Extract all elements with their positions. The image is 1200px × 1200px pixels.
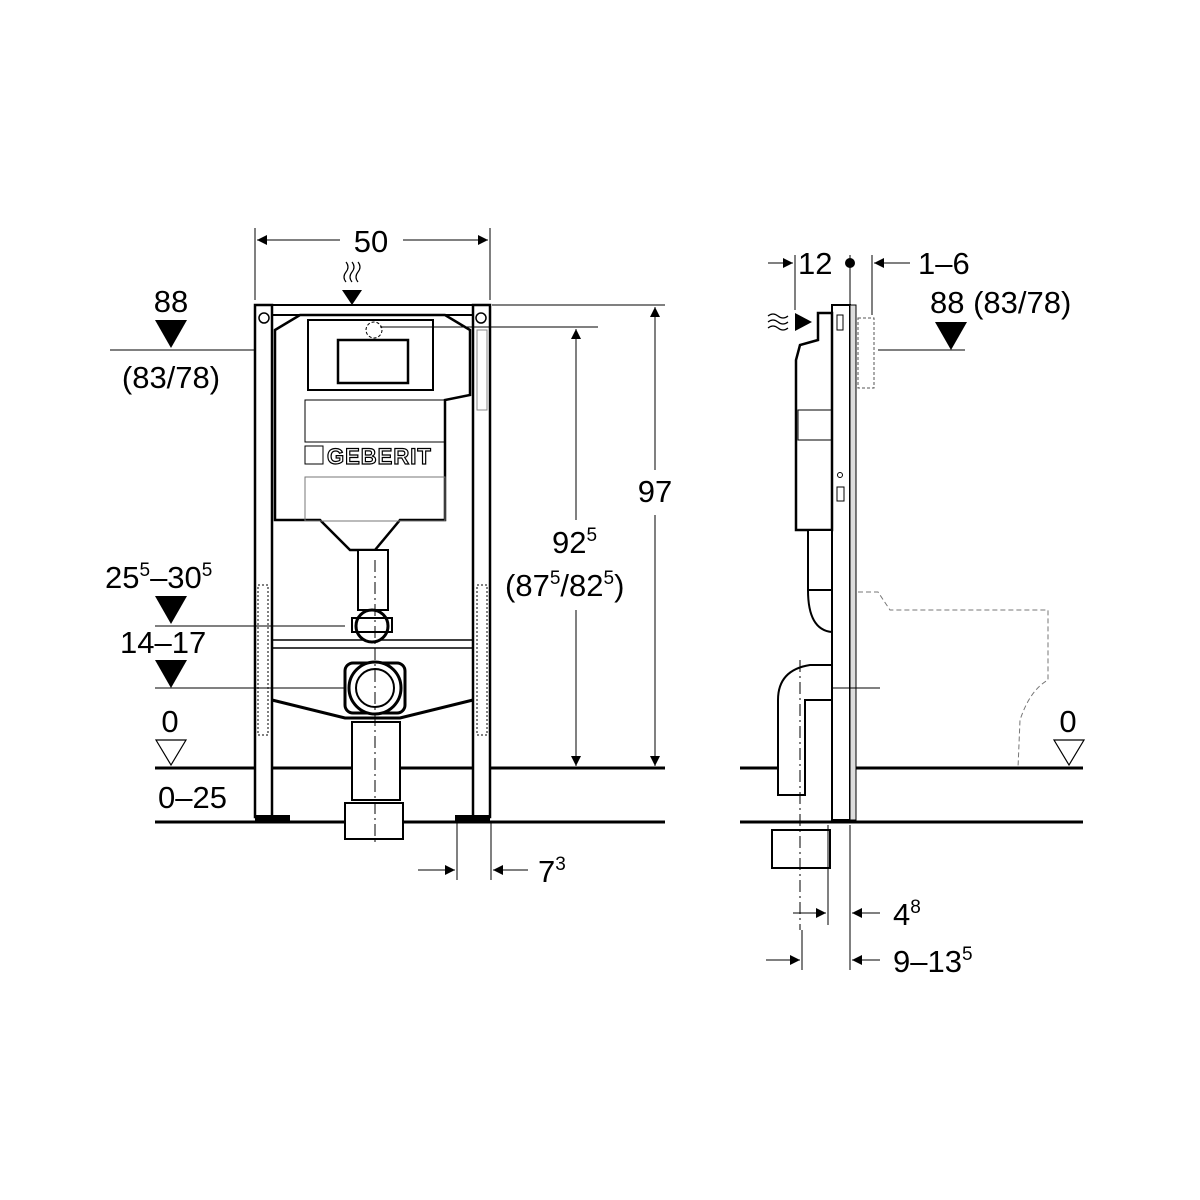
floor-level-marker-icon — [1052, 739, 1086, 767]
floor-range-label: 0–25 — [158, 780, 227, 815]
outlet-height-label: 14–17 — [120, 625, 206, 660]
toilet-outline — [858, 591, 1049, 769]
depth-label: 12 — [798, 246, 832, 281]
pipe-offset-label: 48 — [893, 897, 921, 932]
inlet-height-label: 255–305 — [105, 560, 212, 595]
front-view: GEBERIT 50 88 (83/78) — [105, 224, 672, 889]
floor-level-marker-icon — [154, 739, 188, 767]
wall-gap-label: 1–6 — [918, 246, 970, 281]
frame — [253, 303, 492, 822]
total-height-label: 97 — [638, 474, 672, 509]
air-flow-icon — [342, 261, 362, 305]
mid-height-alt-label: (875/825) — [505, 568, 624, 603]
floor-zero-label: 0 — [161, 704, 178, 739]
level-marker-icon — [155, 596, 187, 624]
foot-offset-label: 73 — [538, 854, 566, 889]
air-flow-icon — [767, 313, 812, 331]
level-marker-icon — [155, 660, 187, 688]
width-label: 50 — [354, 224, 388, 259]
pipes — [343, 549, 407, 845]
level-marker-icon — [155, 320, 187, 348]
reference-point-icon — [845, 258, 855, 268]
floor-zero-label: 0 — [1059, 704, 1076, 739]
side-view: 12 1–6 88 (83/78) 0 48 9–135 — [740, 246, 1086, 979]
logo: GEBERIT — [327, 444, 432, 469]
actuator-height-label: 88 — [154, 284, 188, 319]
mid-height-label: 925 — [552, 525, 597, 560]
actuator-height-label: 88 (83/78) — [930, 285, 1071, 320]
cistern: GEBERIT — [273, 313, 472, 552]
actuator-height-alt-label: (83/78) — [122, 360, 220, 395]
pipe-range-label: 9–135 — [893, 944, 973, 979]
level-marker-icon — [935, 322, 967, 350]
